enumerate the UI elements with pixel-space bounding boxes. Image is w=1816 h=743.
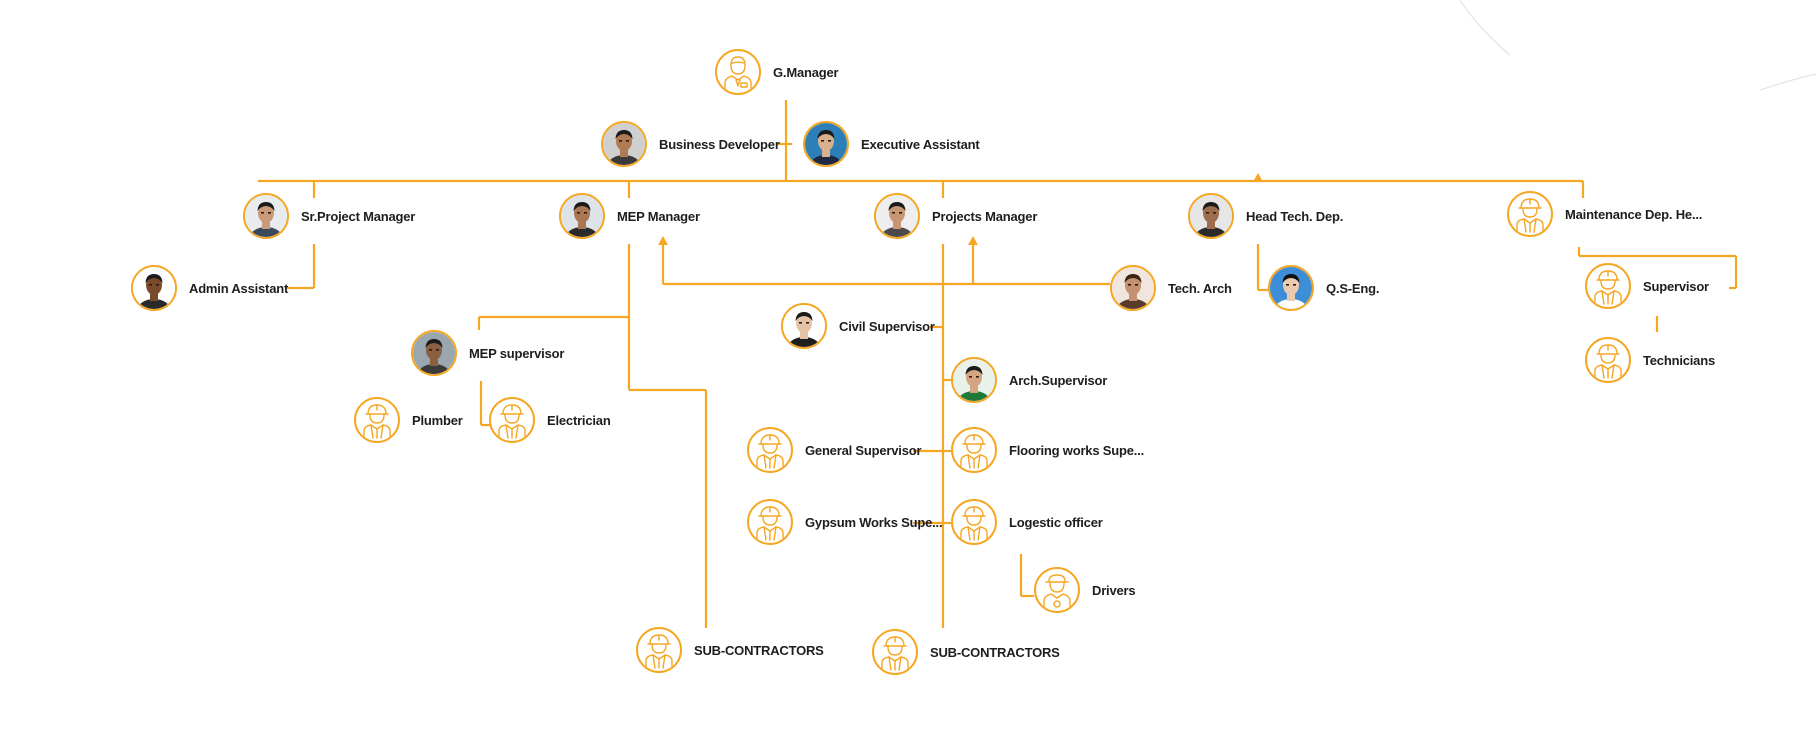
driver-outline-icon [1034,567,1080,613]
worker-outline-icon [489,397,535,443]
org-node-label: Projects Manager [932,208,1038,224]
org-node-sc2[interactable]: SUB-CONTRACTORS [872,628,1060,676]
org-node-mep[interactable]: MEP Manager [559,192,700,240]
worker-outline-icon [1507,191,1553,237]
worker-outline-icon [872,629,918,675]
worker-outline-icon [354,397,400,443]
org-node-tech[interactable]: Technicians [1585,336,1715,384]
person-photo-icon [951,357,997,403]
org-node-label: MEP supervisor [469,345,565,361]
org-node-civ[interactable]: Civil Supervisor [781,302,935,350]
org-node-label: Logestic officer [1009,514,1103,530]
org-node-mdh[interactable]: Maintenance Dep. He... [1507,190,1702,238]
worker-outline-icon [1585,263,1631,309]
org-node-label: General Supervisor [805,442,922,458]
org-node-sup[interactable]: Supervisor [1585,262,1709,310]
person-photo-icon [1110,265,1156,311]
org-node-bd[interactable]: Business Developer [601,120,780,168]
org-node-drv[interactable]: Drivers [1034,566,1136,614]
person-photo-icon [601,121,647,167]
org-node-label: Business Developer [659,136,780,152]
org-node-label: Gypsum Works Supe... [805,514,943,530]
worker-outline-icon [951,499,997,545]
org-node-label: Executive Assistant [861,136,980,152]
worker-outline-icon [636,627,682,673]
org-node-label: Technicians [1643,352,1715,368]
org-node-qs[interactable]: Q.S-Eng. [1268,264,1379,312]
org-node-aa[interactable]: Admin Assistant [131,264,288,312]
org-node-label: Q.S-Eng. [1326,280,1380,296]
connector-arrow [658,236,668,245]
org-node-htd[interactable]: Head Tech. Dep. [1188,192,1343,240]
worker-outline-icon [951,427,997,473]
org-node-label: Arch.Supervisor [1009,372,1108,388]
org-node-label: Tech. Arch [1168,280,1232,296]
org-node-label: Sr.Project Manager [301,208,416,224]
org-node-ta[interactable]: Tech. Arch [1110,264,1232,312]
org-node-label: Maintenance Dep. He... [1565,206,1703,222]
person-photo-icon [559,193,605,239]
org-node-label: Admin Assistant [189,280,289,296]
worker-outline-icon [747,499,793,545]
org-node-label: Drivers [1092,582,1136,598]
person-photo-icon [131,265,177,311]
org-node-gs[interactable]: General Supervisor [747,426,922,474]
person-photo-icon [1188,193,1234,239]
org-node-gm[interactable]: G.Manager [715,48,839,96]
org-node-meps[interactable]: MEP supervisor [411,329,564,377]
org-node-gws[interactable]: Gypsum Works Supe... [747,498,943,546]
person-photo-icon [803,121,849,167]
org-node-label: SUB-CONTRACTORS [930,644,1060,660]
org-node-fws[interactable]: Flooring works Supe... [951,426,1144,474]
org-node-label: Head Tech. Dep. [1246,208,1344,224]
org-node-plum[interactable]: Plumber [354,396,463,444]
org-node-pm[interactable]: Projects Manager [874,192,1037,240]
manager-outline-icon [715,49,761,95]
org-node-spm[interactable]: Sr.Project Manager [243,192,415,240]
org-node-label: G.Manager [773,64,839,80]
org-node-label: MEP Manager [617,208,700,224]
org-node-label: Flooring works Supe... [1009,442,1145,458]
org-node-label: Electrician [547,412,611,428]
org-node-label: Civil Supervisor [839,318,935,334]
org-node-label: SUB-CONTRACTORS [694,642,824,658]
org-node-sc1[interactable]: SUB-CONTRACTORS [636,626,824,674]
person-photo-icon [781,303,827,349]
org-node-label: Plumber [412,412,463,428]
org-node-elec[interactable]: Electrician [489,396,611,444]
connector-arrow [968,236,978,245]
person-photo-icon [1268,265,1314,311]
worker-outline-icon [1585,337,1631,383]
org-node-ea[interactable]: Executive Assistant [803,120,980,168]
person-photo-icon [411,330,457,376]
org-node-arch[interactable]: Arch.Supervisor [951,356,1107,404]
worker-outline-icon [747,427,793,473]
org-node-label: Supervisor [1643,278,1709,294]
person-photo-icon [243,193,289,239]
connector-arrow [1253,173,1263,182]
org-node-lo[interactable]: Logestic officer [951,498,1103,546]
person-photo-icon [874,193,920,239]
